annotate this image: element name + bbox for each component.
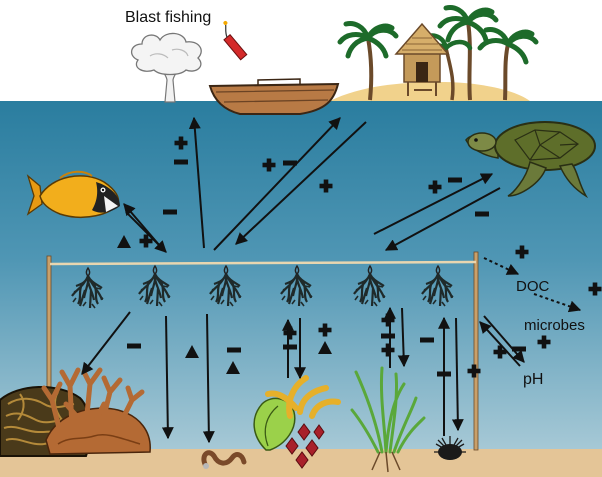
minus-sign [127, 343, 141, 349]
branching-coral-icon [41, 367, 151, 455]
arrow [235, 121, 367, 245]
minus-sign [174, 159, 188, 165]
doc-label: DOC [516, 278, 550, 295]
microbes-label: microbes [524, 317, 585, 334]
arrow [213, 117, 341, 251]
minus-sign [512, 346, 526, 352]
arrow [188, 116, 205, 249]
arrow [161, 315, 174, 440]
minus-sign [283, 160, 297, 166]
minus-sign [283, 344, 297, 350]
interaction-arrows [81, 116, 582, 444]
sea-turtle-icon [465, 121, 596, 199]
palm-tree-icon [437, 5, 499, 101]
seaweed-icon [253, 375, 341, 469]
palm-tree-icon [477, 27, 539, 101]
arrow [479, 321, 521, 367]
palm-tree-icon [337, 21, 399, 101]
island-hut-icon [330, 5, 539, 101]
worm-icon [201, 450, 247, 469]
boat-icon [208, 78, 340, 115]
sea-urchin-icon [434, 436, 466, 460]
sea-grass-icon [350, 366, 426, 473]
arrow [373, 173, 494, 235]
minus-sign [475, 211, 489, 217]
arrow [397, 307, 410, 368]
arrow [451, 317, 464, 432]
minus-sign [448, 177, 462, 183]
minus-sign [227, 347, 241, 353]
dynamite-icon [223, 20, 248, 61]
minus-sign [381, 333, 395, 339]
blast-fishing-label: Blast fishing [125, 9, 211, 26]
arrow [81, 311, 131, 375]
arrow [384, 187, 501, 251]
explosion-icon [131, 32, 202, 103]
arrow [483, 257, 520, 275]
minus-sign [163, 209, 177, 215]
arrow [123, 203, 161, 247]
arrow [533, 293, 582, 313]
arrow [202, 313, 215, 444]
ph-label: pH [523, 371, 543, 388]
minus-sign [420, 337, 434, 343]
fish-icon [26, 170, 120, 218]
minus-sign [437, 371, 451, 377]
